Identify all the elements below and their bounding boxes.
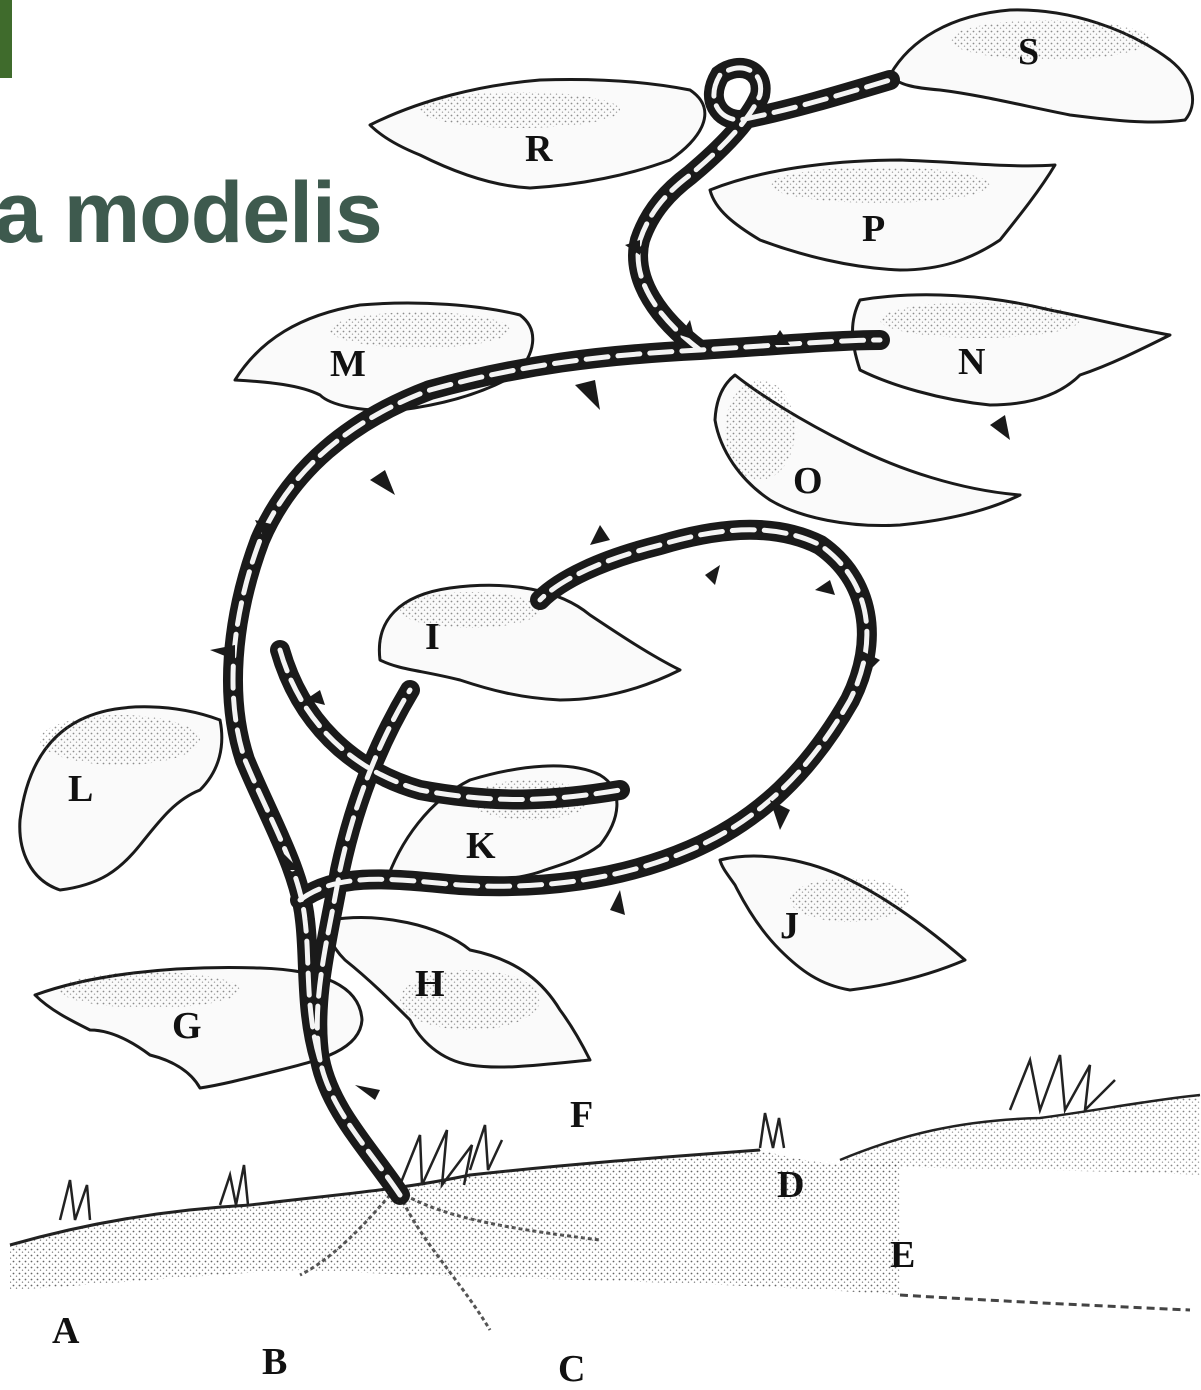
- label-o: O: [793, 462, 823, 500]
- label-e: E: [890, 1236, 915, 1274]
- label-i: I: [425, 618, 440, 656]
- label-c: C: [558, 1350, 585, 1388]
- label-b: B: [262, 1343, 287, 1381]
- label-m: M: [330, 345, 366, 383]
- label-r: R: [525, 130, 552, 168]
- label-p: P: [862, 210, 885, 248]
- leaf-j: [720, 856, 965, 990]
- label-k: K: [466, 827, 496, 865]
- label-h: H: [415, 965, 445, 1003]
- label-f: F: [570, 1096, 593, 1134]
- label-s: S: [1018, 33, 1039, 71]
- ground: [10, 1055, 1200, 1330]
- label-j: J: [780, 907, 799, 945]
- label-n: N: [958, 343, 985, 381]
- label-l: L: [68, 770, 93, 808]
- label-d: D: [777, 1166, 804, 1204]
- label-g: G: [172, 1007, 202, 1045]
- label-a: A: [52, 1312, 79, 1350]
